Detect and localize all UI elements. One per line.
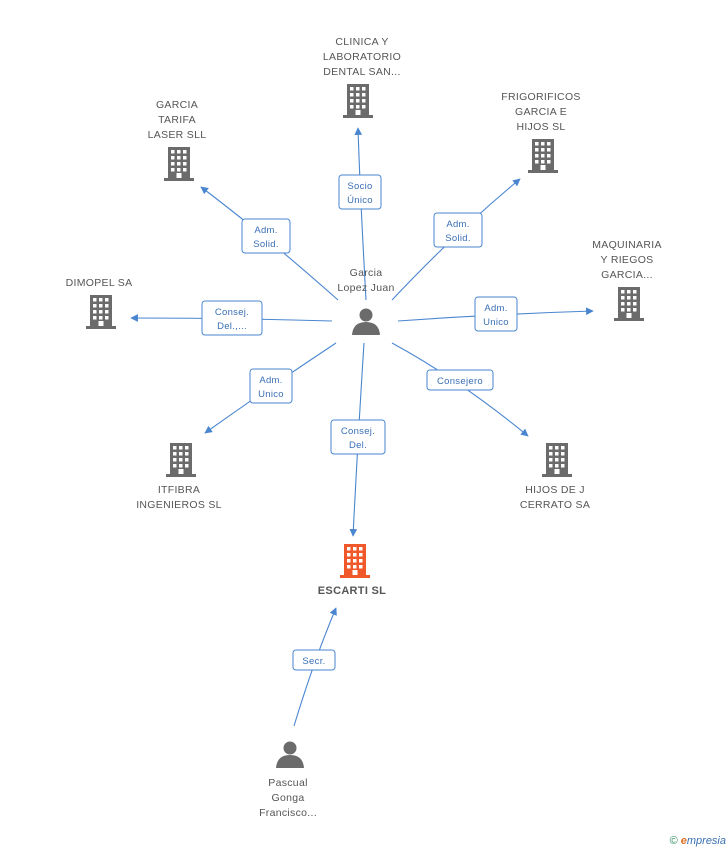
node-label: DIMOPEL SA [66, 277, 133, 289]
edge-garcia-to-frigorificos: Adm. Solid. [391, 178, 521, 301]
building-icon[interactable] [164, 147, 194, 181]
node-label: FRIGORIFICOS [501, 91, 580, 103]
edge-label-text: Adm. [259, 375, 282, 386]
building-icon[interactable] [542, 443, 572, 477]
node-label: Garcia [350, 267, 383, 279]
node-label: Gonga [271, 792, 304, 804]
edge-label-text: Del.,... [217, 321, 247, 332]
watermark: ©empresia [670, 835, 726, 847]
edge-label-text: Adm. [446, 219, 469, 230]
node-label: INGENIEROS SL [136, 499, 222, 511]
node-escarti[interactable]: ESCARTI SL [318, 544, 386, 597]
edge-garcia-to-itfibra: Adm. Unico [204, 342, 337, 434]
node-label: ITFIBRA [158, 484, 200, 496]
edge-label-text: Único [347, 195, 373, 206]
edge-garcia-to-maquinaria: Adm. Unico [397, 296, 594, 332]
building-icon[interactable] [528, 139, 558, 173]
node-label: DENTAL SAN... [323, 66, 400, 78]
node-label: CLINICA Y [335, 36, 388, 48]
node-label: GARCIA [156, 99, 198, 111]
edge-label-box [249, 368, 293, 404]
edge-garcia-to-hijos: Consejero [391, 342, 529, 437]
copyright-symbol: © [669, 835, 678, 847]
building-icon[interactable] [614, 287, 644, 321]
node-frigorificos[interactable]: FRIGORIFICOS GARCIA E HIJOS SL [501, 91, 580, 173]
edge-label-text: Consejero [437, 376, 483, 387]
edge-garcia-to-escarti: Consej. Del. [330, 342, 386, 537]
edge-label-text: Socio [347, 181, 372, 192]
brand-name: mpresia [686, 835, 726, 847]
edge-label-box [433, 212, 483, 248]
edge-label-box [338, 174, 382, 210]
node-clinica[interactable]: CLINICA Y LABORATORIO DENTAL SAN... [323, 36, 401, 118]
node-label: Francisco... [259, 807, 317, 819]
building-icon[interactable] [166, 443, 196, 477]
edge-garcia-to-tarifa: Adm. Solid. [200, 186, 339, 301]
brand-initial: e [680, 835, 687, 847]
edge-label-text: Consej. [341, 426, 375, 437]
node-itfibra[interactable]: ITFIBRA INGENIEROS SL [136, 443, 222, 511]
edge-label-text: Secr. [302, 656, 325, 667]
edge-label-box [292, 649, 336, 671]
building-icon[interactable] [86, 295, 116, 329]
edge-label-text: Adm. [484, 303, 507, 314]
edge-label-text: Solid. [445, 233, 471, 244]
node-label: Y RIEGOS [601, 254, 654, 266]
edge-label-text: Consej. [215, 307, 249, 318]
edge-label-box [330, 419, 386, 455]
edge-label-text: Adm. [254, 225, 277, 236]
node-label: TARIFA [158, 114, 196, 126]
node-pascual[interactable]: PascualGongaFrancisco... [259, 741, 317, 820]
node-label: Lopez Juan [337, 282, 394, 294]
node-hijos[interactable]: HIJOS DE J CERRATO SA [520, 443, 590, 511]
node-label: LASER SLL [148, 129, 207, 141]
person-icon[interactable] [352, 308, 380, 336]
edge-garcia-to-dimopel: Consej. Del.,... [130, 300, 333, 336]
edge-label-box [426, 369, 494, 391]
node-label: HIJOS SL [516, 121, 565, 133]
person-icon[interactable] [276, 741, 304, 769]
node-label: MAQUINARIA [592, 239, 662, 251]
node-label: CERRATO SA [520, 499, 590, 511]
edge-pascual-to-escarti: Secr. [292, 607, 337, 727]
node-label: GARCIA... [601, 269, 653, 281]
node-maquinaria[interactable]: MAQUINARIA Y RIEGOS GARCIA... [592, 239, 662, 321]
building-icon[interactable] [343, 84, 373, 118]
edge-label-text: Unico [483, 317, 509, 328]
edge-label-box [201, 300, 263, 336]
node-label: Pascual [268, 777, 307, 789]
edge-label-box [474, 296, 518, 332]
node-label: HIJOS DE J [525, 484, 585, 496]
edge-label-text: Unico [258, 389, 284, 400]
node-tarifa[interactable]: GARCIA TARIFA LASER SLL [148, 99, 207, 181]
node-dimopel[interactable]: DIMOPEL SA [66, 277, 133, 329]
node-label: GARCIA E [515, 106, 567, 118]
edge-label-box [241, 218, 291, 254]
node-label: LABORATORIO [323, 51, 401, 63]
edge-label-text: Solid. [253, 239, 279, 250]
node-label: ESCARTI SL [318, 585, 386, 597]
edge-label-text: Del. [349, 440, 367, 451]
building-icon[interactable] [340, 544, 370, 578]
